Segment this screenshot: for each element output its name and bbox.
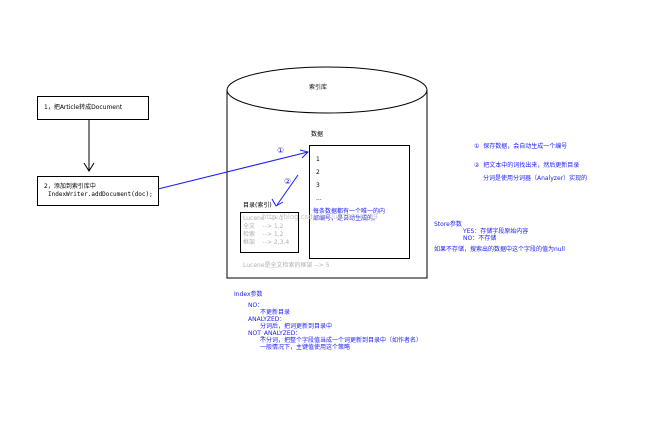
index-line-4: 框架 --> 2,3,4 xyxy=(243,239,290,246)
index-line-2: 全文 --> 1,2 xyxy=(243,223,284,230)
step2-label: 2，添加到索引库中 xyxy=(44,183,96,190)
store-note: 如果不存储，搜索出的数据中这个字段的值为null xyxy=(434,246,565,253)
param-no: NO： xyxy=(248,302,264,309)
flow-arrow-down xyxy=(83,120,95,172)
index-params-title: Index参数 xyxy=(234,291,263,298)
data-row-1: 1 xyxy=(316,156,320,163)
param-not-analyzed: NOT_ANALYZED： xyxy=(248,330,302,337)
note-1: ① 保存数据，会自动生成一个编号 xyxy=(474,143,568,150)
step1-box: 1，把Article转成Document xyxy=(37,96,149,120)
data-row-2: 2 xyxy=(316,169,320,176)
note-2: ② 把文本中的词找出来，然后更新目录 xyxy=(474,162,580,169)
param-not-analyzed-desc2: 一般情况下，主键值使用这个策略 xyxy=(260,344,351,351)
store-title: Store参数 xyxy=(434,221,462,228)
watermark-text: http://blog.csdn.net/u012218159 xyxy=(262,213,378,221)
param-not-analyzed-desc1: 不分词，把整个字段值当成一个词更新到目录中（如作者名） xyxy=(260,337,423,344)
store-no: NO：不存储 xyxy=(463,235,497,242)
data-row-3: 3 xyxy=(316,182,320,189)
step2-code: IndexWriter.addDocument(doc); xyxy=(48,191,153,198)
step1-label: 1，把Article转成Document xyxy=(44,104,123,111)
marker-1: ① xyxy=(277,146,285,155)
data-label: 数据 xyxy=(311,131,324,138)
marker-2: ② xyxy=(284,177,292,186)
index-line-1: Lucene --> 1 xyxy=(243,215,284,222)
note-2-sub: 分词是使用分词器（Analyzer）实现的 xyxy=(483,175,588,182)
index-box xyxy=(240,212,299,253)
index-footer: Lucene是全文检索的框架 --> 5 xyxy=(243,262,330,269)
data-box xyxy=(309,145,410,259)
cylinder-title: 索引库 xyxy=(309,84,328,91)
param-no-desc: 不更新目录 xyxy=(260,309,291,316)
data-note-line2: 部编号，是自动生成的。 xyxy=(313,215,380,222)
param-analyzed: ANALYZED： xyxy=(248,316,286,323)
store-yes: YES：存储字段原始内容 xyxy=(463,228,529,235)
param-analyzed-desc: 分词后，把词更新到目录中 xyxy=(260,323,333,330)
step2-box: 2，添加到索引库中 IndexWriter.addDocument(doc); xyxy=(37,176,159,206)
data-row-ellipsis: ... xyxy=(316,195,322,202)
index-line-3: 检索 --> 1,2 xyxy=(243,231,284,238)
arrow-to-index xyxy=(271,174,299,207)
data-note-line1: 每条数据都有一个唯一的内 xyxy=(313,208,386,215)
arrow-to-data xyxy=(157,149,309,190)
index-title: 目录(索引) xyxy=(243,202,272,209)
